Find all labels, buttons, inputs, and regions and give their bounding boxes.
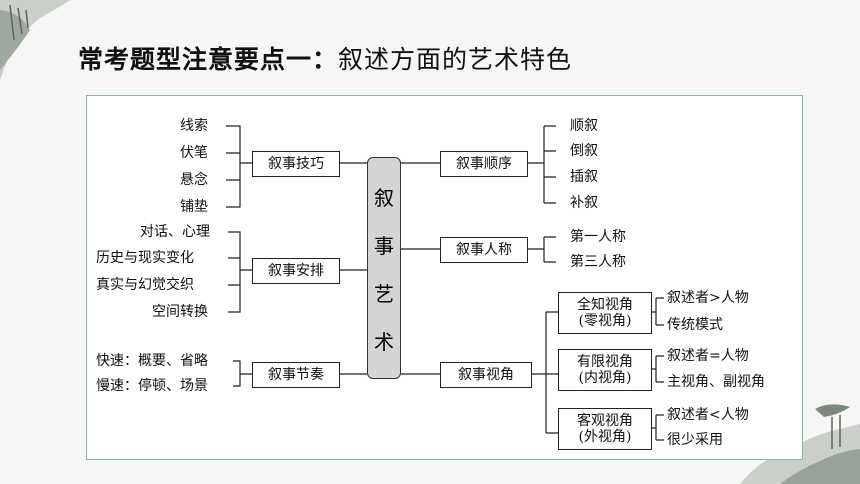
center-char: 事 — [374, 233, 394, 258]
leaf-label: 铺垫 — [180, 199, 208, 215]
center-char: 叙 — [374, 185, 394, 210]
view-box: 客观视角 (外视角) — [558, 408, 652, 450]
category-box: 叙事安排 — [252, 258, 340, 284]
leaf-label: 慢速：停顿、场景 — [96, 378, 208, 394]
leaf-label: 插叙 — [570, 169, 598, 185]
leaf-label: 空间转换 — [152, 304, 208, 320]
category-box: 叙事视角 — [440, 362, 532, 388]
leaf-label: 线索 — [180, 118, 208, 134]
view-box: 全知视角 (零视角) — [558, 292, 652, 334]
leaf-label: 伏笔 — [180, 145, 208, 161]
category-box: 叙事顺序 — [440, 151, 528, 177]
page-title: 常考题型注意要点一：叙述方面的艺术特色 — [78, 45, 573, 74]
leaf-label: 第一人称 — [570, 229, 626, 245]
leaf-label: 叙述者>人物 — [667, 290, 749, 306]
category-box: 叙事技巧 — [252, 151, 340, 177]
leaf-label: 快速：概要、省略 — [96, 353, 208, 369]
leaf-label: 对话、心理 — [140, 224, 210, 240]
leaf-label: 历史与现实变化 — [96, 250, 194, 266]
leaf-label: 主视角、副视角 — [667, 374, 765, 390]
leaf-label: 真实与幻觉交织 — [96, 277, 194, 293]
center-char: 术 — [374, 329, 394, 354]
center-topic: 叙 事 艺 术 — [367, 157, 401, 379]
leaf-label: 倒叙 — [570, 143, 598, 159]
ink-landscape-decoration — [0, 0, 70, 80]
leaf-label: 补叙 — [570, 195, 598, 211]
category-box: 叙事人称 — [440, 237, 528, 263]
leaf-label: 传统模式 — [667, 317, 723, 333]
center-char: 艺 — [374, 281, 394, 306]
leaf-label: 很少采用 — [667, 432, 723, 448]
leaf-label: 悬念 — [180, 172, 208, 188]
category-box: 叙事节奏 — [252, 362, 340, 388]
view-box: 有限视角 (内视角) — [558, 349, 652, 391]
leaf-label: 叙述者<人物 — [667, 407, 749, 423]
leaf-label: 叙述者=人物 — [667, 348, 749, 364]
leaf-label: 第三人称 — [570, 254, 626, 270]
leaf-label: 顺叙 — [570, 118, 598, 134]
